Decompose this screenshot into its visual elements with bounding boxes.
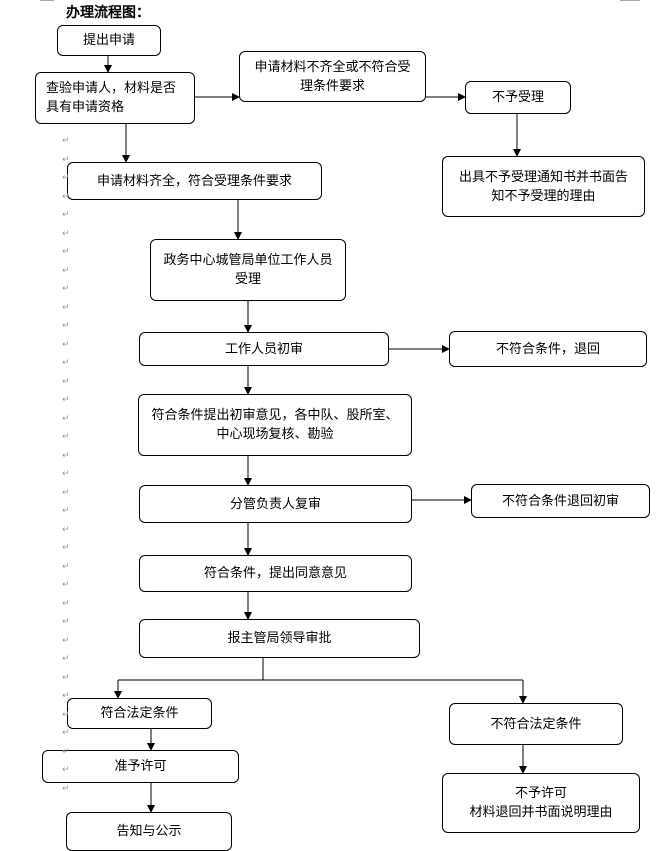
- step-issue-notice: 出具不予受理通知书并书面告知不予受理的理由: [442, 156, 645, 217]
- step-not-accepted-label: 不予受理: [491, 90, 544, 105]
- step-agree: 符合条件，提出同意意见: [139, 555, 412, 592]
- paragraph-mark: ↵: [62, 136, 70, 146]
- paragraph-mark: ↵: [62, 580, 70, 590]
- paragraph-mark: ↵: [62, 451, 70, 461]
- step-verify-label: 查验申请人，材料是否具有申请资格: [46, 81, 177, 115]
- paragraph-mark: ↵: [62, 747, 70, 757]
- step-submit: 提出申请: [57, 25, 161, 56]
- step-reject-first-label: 不符合条件，退回: [495, 341, 600, 357]
- paragraph-mark: ↵: [62, 599, 70, 609]
- paragraph-mark: ↵: [62, 155, 70, 165]
- paragraph-mark: ↵: [62, 784, 70, 794]
- paragraph-mark: ↵: [62, 266, 70, 276]
- step-accept-label: 政务中心城管局单位工作人员受理: [163, 253, 333, 287]
- paragraph-mark: ↵: [62, 488, 70, 498]
- paragraph-mark: ↵: [62, 173, 70, 183]
- step-complete: 申请材料齐全，符合受理条件要求: [67, 162, 322, 200]
- paragraph-mark: ↵: [62, 358, 70, 368]
- paragraph-mark: ↵: [62, 414, 70, 424]
- paragraph-mark: ↵: [62, 210, 70, 220]
- step-second-review-label: 分管负责人复审: [229, 496, 321, 512]
- step-grant-label: 准予许可: [114, 759, 167, 774]
- paragraph-mark: ↵: [62, 432, 70, 442]
- step-deny: 不予许可 材料退回并书面说明理由: [442, 773, 640, 833]
- step-first-review: 工作人员初审: [139, 332, 389, 366]
- paragraph-mark: ↵: [62, 229, 70, 239]
- paragraph-mark: ↵: [62, 525, 70, 535]
- step-approval-label: 报主管局领导审批: [227, 631, 332, 646]
- step-submit-label: 提出申请: [82, 33, 135, 48]
- step-accept: 政务中心城管局单位工作人员受理: [150, 239, 346, 301]
- header-rule-right: [620, 0, 640, 1]
- page-title: 办理流程图：: [66, 5, 150, 21]
- step-deny-label: 不予许可: [514, 786, 567, 801]
- step-publish-label: 告知与公示: [116, 824, 182, 839]
- step-legal-ok: 符合法定条件: [67, 698, 212, 729]
- step-verify: 查验申请人，材料是否具有申请资格: [35, 72, 195, 124]
- paragraph-mark: ↵: [62, 395, 70, 405]
- paragraph-mark: ↵: [62, 284, 70, 294]
- paragraph-mark: ↵: [62, 617, 70, 627]
- paragraph-mark: ↵: [62, 710, 70, 720]
- step-issue-notice-label: 出具不予受理通知书并书面告知不予受理的理由: [459, 169, 629, 204]
- step-incomplete-label: 申请材料不齐全或不符合受理条件要求: [254, 59, 411, 94]
- step-second-review: 分管负责人复审: [139, 485, 412, 523]
- paragraph-mark: ↵: [62, 321, 70, 331]
- step-field-check: 符合条件提出初审意见，各中队、股所室、中心现场复核、勘验: [138, 394, 412, 456]
- step-agree-label: 符合条件，提出同意意见: [203, 566, 347, 581]
- paragraph-mark: ↵: [62, 543, 70, 553]
- step-legal-fail: 不符合法定条件: [449, 703, 623, 745]
- paragraph-mark: ↵: [62, 673, 70, 683]
- header-rule-left: [40, 0, 54, 1]
- paragraph-mark: ↵: [62, 636, 70, 646]
- paragraph-mark: ↵: [62, 340, 70, 350]
- step-incomplete: 申请材料不齐全或不符合受理条件要求: [239, 51, 426, 102]
- paragraph-mark: ↵: [62, 562, 70, 572]
- step-legal-fail-label: 不符合法定条件: [490, 716, 582, 732]
- paragraph-mark: ↵: [62, 469, 70, 479]
- paragraph-mark: ↵: [62, 691, 70, 701]
- step-publish: 告知与公示: [66, 812, 232, 851]
- paragraph-mark: ↵: [62, 654, 70, 664]
- step-field-check-label: 符合条件提出初审意见，各中队、股所室、中心现场复核、勘验: [151, 408, 399, 442]
- paragraph-mark: ↵: [62, 506, 70, 516]
- step-legal-ok-label: 符合法定条件: [100, 706, 179, 721]
- step-not-accepted: 不予受理: [465, 81, 571, 114]
- paragraph-mark: ↵: [62, 728, 70, 738]
- step-approval: 报主管局领导审批: [139, 619, 420, 658]
- paragraph-mark: ↵: [62, 303, 70, 313]
- paragraph-mark: ↵: [62, 192, 70, 202]
- step-reject-second: 不符合条件退回初审: [471, 484, 650, 518]
- step-reject-first: 不符合条件，退回: [449, 331, 647, 367]
- step-grant: 准予许可: [42, 750, 239, 783]
- paragraph-mark: ↵: [62, 765, 70, 775]
- step-complete-label: 申请材料齐全，符合受理条件要求: [96, 173, 292, 189]
- step-deny-reason-label: 材料退回并书面说明理由: [469, 805, 613, 820]
- step-first-review-label: 工作人员初审: [224, 341, 303, 357]
- step-reject-second-label: 不符合条件退回初审: [501, 493, 619, 509]
- paragraph-mark: ↵: [62, 247, 70, 257]
- paragraph-mark: ↵: [62, 377, 70, 387]
